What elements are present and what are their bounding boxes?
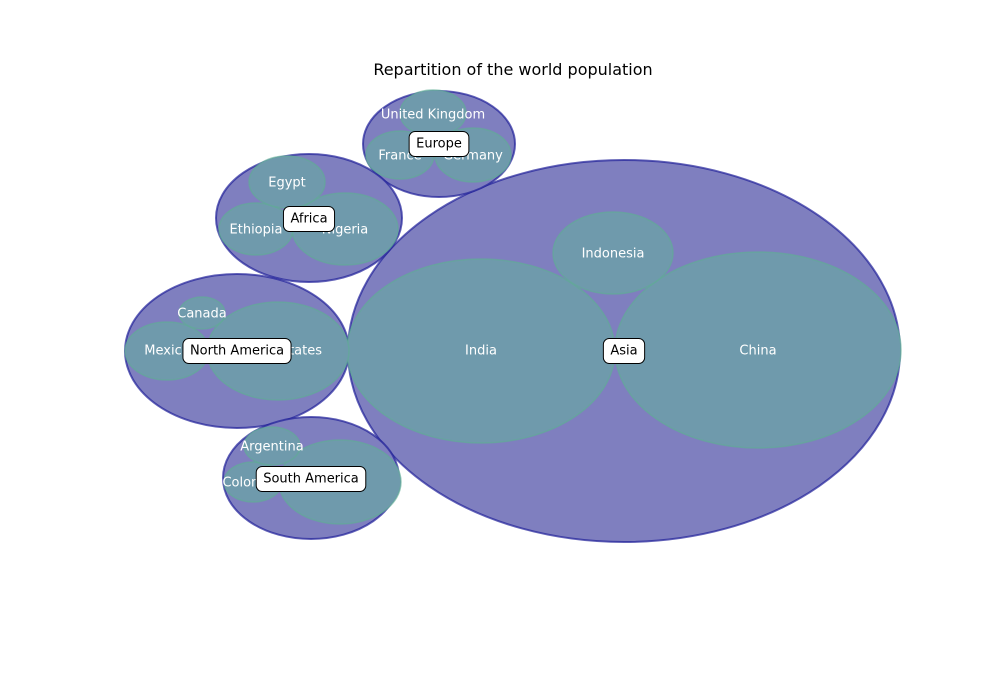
plot-area: ChinaIndiaIndonesiaUnited StatesMexicoCa… bbox=[124, 89, 902, 543]
country-label-united-kingdom: United Kingdom bbox=[381, 108, 485, 123]
country-label-china: China bbox=[739, 344, 776, 359]
country-label-ethiopia: Ethiopia bbox=[230, 223, 283, 238]
chart-title: Repartition of the world population bbox=[373, 60, 652, 79]
country-label-egypt: Egypt bbox=[268, 176, 306, 191]
country-bubble-argentina bbox=[243, 426, 301, 466]
country-bubble-canada bbox=[178, 296, 226, 330]
group-label-box bbox=[282, 206, 336, 232]
group-label-europe: Europe bbox=[408, 131, 470, 157]
group-label-text: Africa bbox=[290, 212, 327, 227]
group-label-box bbox=[182, 338, 292, 364]
country-label-india: India bbox=[465, 344, 497, 359]
country-label-argentina: Argentina bbox=[240, 440, 303, 455]
country-label-indonesia: Indonesia bbox=[582, 247, 645, 262]
group-label-box bbox=[255, 466, 367, 492]
group-label-text: Asia bbox=[610, 344, 637, 359]
group-label-box bbox=[602, 338, 646, 364]
country-bubbles bbox=[124, 89, 902, 525]
country-label-canada: Canada bbox=[177, 307, 226, 322]
group-label-north-america: North America bbox=[182, 338, 292, 364]
group-label-asia: Asia bbox=[602, 338, 646, 364]
country-label-mexico: Mexico bbox=[144, 344, 189, 359]
group-label-text: South America bbox=[263, 472, 359, 487]
group-label-africa: Africa bbox=[282, 206, 336, 232]
group-label-box bbox=[408, 131, 470, 157]
group-label-text: North America bbox=[190, 344, 284, 359]
country-bubble-indonesia bbox=[552, 211, 674, 295]
group-label-south-america: South America bbox=[255, 466, 367, 492]
group-label-text: Europe bbox=[416, 137, 462, 152]
